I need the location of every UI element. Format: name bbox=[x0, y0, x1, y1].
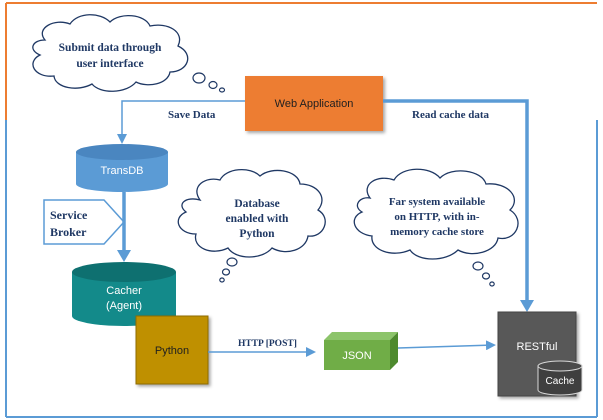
cloud-database-line-3: Python bbox=[239, 228, 275, 240]
transdb-node: TransDB bbox=[76, 144, 168, 192]
service-broker-line-2: Broker bbox=[50, 225, 87, 239]
service-broker-line-1: Service bbox=[50, 208, 88, 222]
cloud-far-line-1: Far system available bbox=[389, 196, 485, 208]
restful-label: RESTful bbox=[517, 341, 558, 353]
read-cache-label: Read cache data bbox=[412, 109, 489, 121]
save-data-label: Save Data bbox=[168, 109, 216, 121]
cache-label: Cache bbox=[546, 376, 575, 387]
frame-blue bbox=[5, 120, 598, 418]
json-node: JSON bbox=[324, 332, 398, 370]
cloud-submit-data: Submit data through user interface bbox=[32, 14, 226, 93]
cloud-database-line-1: Database bbox=[234, 198, 279, 210]
web-application-node: Web Application bbox=[245, 76, 383, 131]
cloud-far-line-3: memory cache store bbox=[390, 226, 484, 238]
cacher-node: Cacher (Agent) bbox=[72, 262, 176, 326]
cacher-label-line-2: (Agent) bbox=[106, 300, 142, 312]
cloud-submit-line-2: user interface bbox=[76, 58, 143, 70]
python-node: Python bbox=[135, 315, 209, 385]
read-cache-edge: Read cache data bbox=[383, 99, 534, 312]
transdb-to-cacher-edge bbox=[117, 192, 131, 262]
cache-node: Cache bbox=[537, 360, 583, 396]
cloud-far-line-2: on HTTP, with in- bbox=[394, 211, 480, 223]
python-label: Python bbox=[155, 345, 189, 357]
http-post-label: HTTP [POST] bbox=[238, 339, 297, 349]
service-broker-node: Service Broker bbox=[43, 199, 126, 245]
save-data-edge: Save Data bbox=[117, 100, 245, 144]
cacher-label-line-1: Cacher bbox=[106, 285, 142, 297]
json-to-restful-edge bbox=[397, 340, 496, 351]
cloud-database: Database enabled with Python bbox=[177, 169, 326, 283]
json-label: JSON bbox=[342, 350, 371, 362]
cloud-database-line-2: enabled with bbox=[226, 213, 290, 225]
cloud-submit-line-1: Submit data through bbox=[59, 42, 162, 54]
cloud-far-system: Far system available on HTTP, with in- m… bbox=[353, 168, 519, 287]
http-post-edge: HTTP [POST] bbox=[208, 339, 316, 357]
web-application-label: Web Application bbox=[275, 98, 354, 110]
transdb-label: TransDB bbox=[101, 165, 144, 177]
frame-orange bbox=[5, 2, 597, 120]
